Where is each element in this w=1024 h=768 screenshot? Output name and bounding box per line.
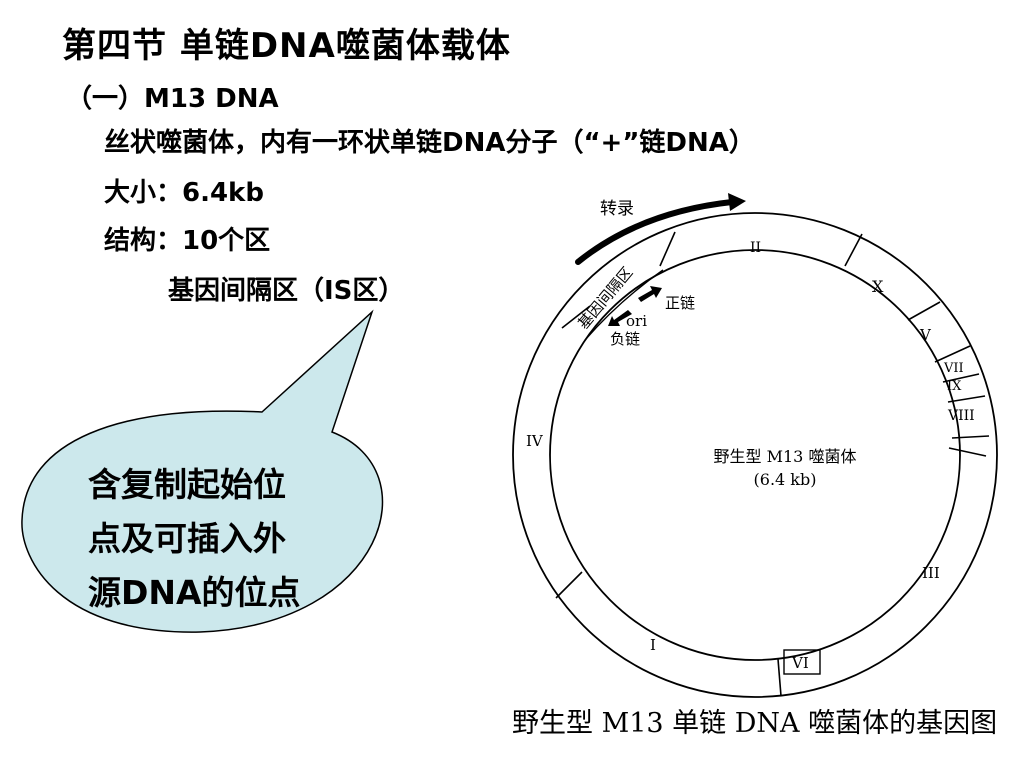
section-subtitle: （一）M13 DNA [66, 84, 279, 114]
plus-strand-arrow [638, 286, 662, 302]
gene-boundaries [555, 231, 990, 697]
ig-region-edge [584, 269, 664, 341]
minus-strand-arrow [608, 310, 632, 326]
transcription-arrow [575, 199, 735, 265]
transcription-label: 转录 [600, 199, 634, 219]
callout-shape [21, 309, 384, 633]
ori-label: ori [626, 312, 647, 330]
minus-strand-label: 负链 [610, 330, 640, 348]
callout-line: 含复制起始位 [88, 465, 286, 504]
center-label-size: (6.4 kb) [754, 470, 817, 489]
description-line: 丝状噬菌体，内有一环状单链DNA分子（“+”链DNA） [104, 128, 755, 158]
callout-line: 源DNA的位点 [88, 573, 301, 612]
size-line: 大小：6.4kb [104, 178, 264, 208]
gene-label-I: I [650, 636, 656, 654]
gene-box-VI [783, 649, 821, 675]
gene-label-VIII: VIII [947, 408, 975, 424]
gene-label-II: II [750, 240, 761, 256]
gene-label-IX: IX [947, 379, 962, 394]
gene-label-VII: VII [943, 361, 964, 376]
gene-label-IV: IV [526, 432, 544, 450]
genome-outer-ring [512, 212, 998, 698]
center-label-phage: 野生型 M13 噬菌体 [714, 447, 857, 466]
structure-line: 结构：10个区 [104, 226, 271, 256]
plus-strand-label: 正链 [665, 294, 695, 312]
gene-label-VI: VI [791, 654, 809, 672]
slide-title: 第四节 单链DNA噬菌体载体 [62, 26, 511, 66]
m13-genome-map: 转录 基因间隔区 正链 ori 负链 II X V VII IX VIII II… [512, 193, 998, 698]
gene-label-X: X [872, 277, 884, 296]
gene-label-III: III [922, 564, 940, 582]
gene-label-V: V [919, 326, 932, 344]
transcription-arrowhead [728, 193, 746, 211]
figure-caption: 野生型 M13 单链 DNA 噬菌体的基因图 [512, 708, 998, 739]
genome-inner-ring [549, 249, 961, 661]
callout-text: 含复制起始位 点及可插入外 源DNA的位点 [88, 458, 348, 620]
callout-line: 点及可插入外 [88, 519, 286, 558]
ig-region-line: 基因间隔区（IS区） [168, 276, 405, 306]
